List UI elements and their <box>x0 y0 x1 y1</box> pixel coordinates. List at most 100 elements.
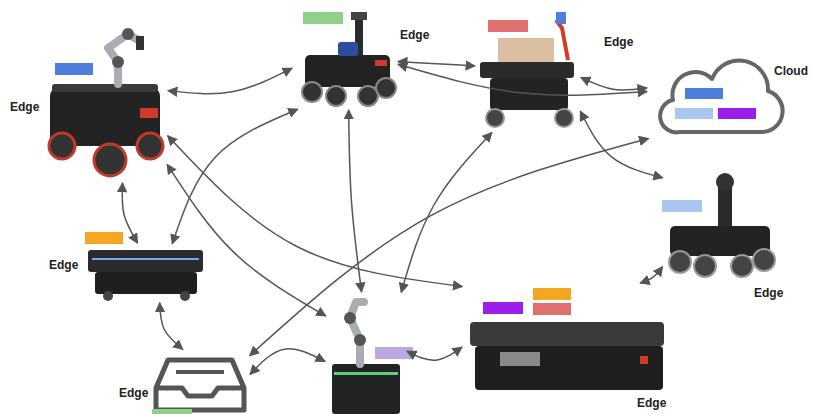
mobile-manipulator <box>49 28 163 176</box>
connector-arrow <box>160 303 183 350</box>
connector-arrow <box>168 136 463 287</box>
robot-wheel <box>694 255 716 277</box>
rover-robot <box>302 12 396 106</box>
cart-screen <box>556 12 566 24</box>
robot-arm <box>350 302 364 364</box>
robot-wheel <box>94 144 126 176</box>
tag <box>533 288 571 300</box>
connector-arrow <box>398 62 475 66</box>
node-label: Edge <box>398 28 431 42</box>
robot-accent <box>375 60 387 66</box>
connector-arrow <box>407 347 462 360</box>
cloud-tags <box>675 88 756 119</box>
robot-wheel <box>376 78 396 98</box>
cloud-node: Cloud <box>650 62 790 137</box>
robot-node: Edge <box>40 25 165 180</box>
camera-head <box>716 173 734 191</box>
robot-wheel <box>753 249 775 271</box>
cargo-box <box>498 38 554 62</box>
robot-wheel <box>555 109 573 127</box>
cloud-shape <box>660 60 782 132</box>
cart-platform <box>480 62 574 78</box>
tag <box>533 303 571 315</box>
arm-gripper <box>136 36 144 50</box>
node-label: Edge <box>602 35 635 49</box>
robot-wheel <box>180 291 190 301</box>
agv-body <box>475 346 663 390</box>
connector-arrow <box>172 109 298 244</box>
tag <box>718 108 756 119</box>
robot-node: Edge <box>295 10 395 107</box>
robot-wheel <box>669 251 691 273</box>
tag <box>55 63 93 75</box>
robot-node: Edge <box>665 170 775 278</box>
arm-joint <box>112 56 124 68</box>
status-light <box>334 372 398 375</box>
robot-wheel <box>731 255 753 277</box>
storage-node: Edge <box>152 352 247 414</box>
tray-icon <box>152 360 244 414</box>
robot-top-plate <box>52 84 158 92</box>
robot-wheel <box>49 133 75 159</box>
cart-handle <box>556 20 568 60</box>
robot-wheel <box>137 133 163 159</box>
tag <box>303 12 343 24</box>
tray-inner <box>156 388 244 396</box>
connector-arrow <box>168 68 292 94</box>
connector-arrow <box>580 111 662 177</box>
tray-outline <box>156 360 244 410</box>
robot-wheel <box>302 82 322 102</box>
connector-arrow <box>581 77 647 90</box>
tray-line <box>176 370 224 374</box>
node-label: Edge <box>117 386 150 400</box>
node-label: Cloud <box>772 64 810 78</box>
tag <box>662 200 702 212</box>
cart-robot <box>480 12 574 127</box>
robot-node <box>328 295 404 414</box>
arm-joint <box>354 334 366 346</box>
tag <box>488 20 528 32</box>
connector-arrow <box>250 138 649 355</box>
arm-station <box>332 302 413 414</box>
connector-arrow <box>122 183 137 243</box>
tag <box>375 347 413 359</box>
sensor-head <box>351 12 367 20</box>
agv-light <box>640 356 648 364</box>
camera-rover <box>662 173 775 277</box>
large-agv <box>470 288 664 390</box>
robot-node: Edge <box>465 285 665 393</box>
robot-wheel <box>326 86 346 106</box>
camera-mast <box>718 186 732 228</box>
agv-panel <box>500 352 540 366</box>
tag <box>152 409 192 414</box>
tag <box>685 88 723 99</box>
arm-joint <box>344 312 356 324</box>
cloud-outline <box>650 62 790 137</box>
connector-arrow <box>401 133 492 293</box>
node-label: Edge <box>47 258 80 272</box>
robot-arm <box>108 34 138 84</box>
arm-joint <box>122 28 134 40</box>
agv-body <box>95 272 197 294</box>
tag <box>85 232 123 244</box>
tag <box>483 302 523 314</box>
connector-arrow <box>250 349 325 375</box>
lidar <box>338 42 358 56</box>
agv-top <box>88 250 203 272</box>
node-label: Edge <box>752 286 785 300</box>
connector-arrow <box>640 267 662 284</box>
node-label: Edge <box>635 396 668 410</box>
connector-arrow <box>167 164 326 316</box>
agv-light <box>92 258 199 260</box>
robot-body <box>332 364 400 414</box>
connector-arrow <box>398 64 647 95</box>
robot-wheel <box>486 109 504 127</box>
agv-top <box>470 322 664 346</box>
tag <box>675 108 713 119</box>
robot-wheel <box>358 86 378 106</box>
robot-accent <box>140 108 158 118</box>
node-label: Edge <box>8 100 41 114</box>
flat-agv <box>85 232 203 301</box>
